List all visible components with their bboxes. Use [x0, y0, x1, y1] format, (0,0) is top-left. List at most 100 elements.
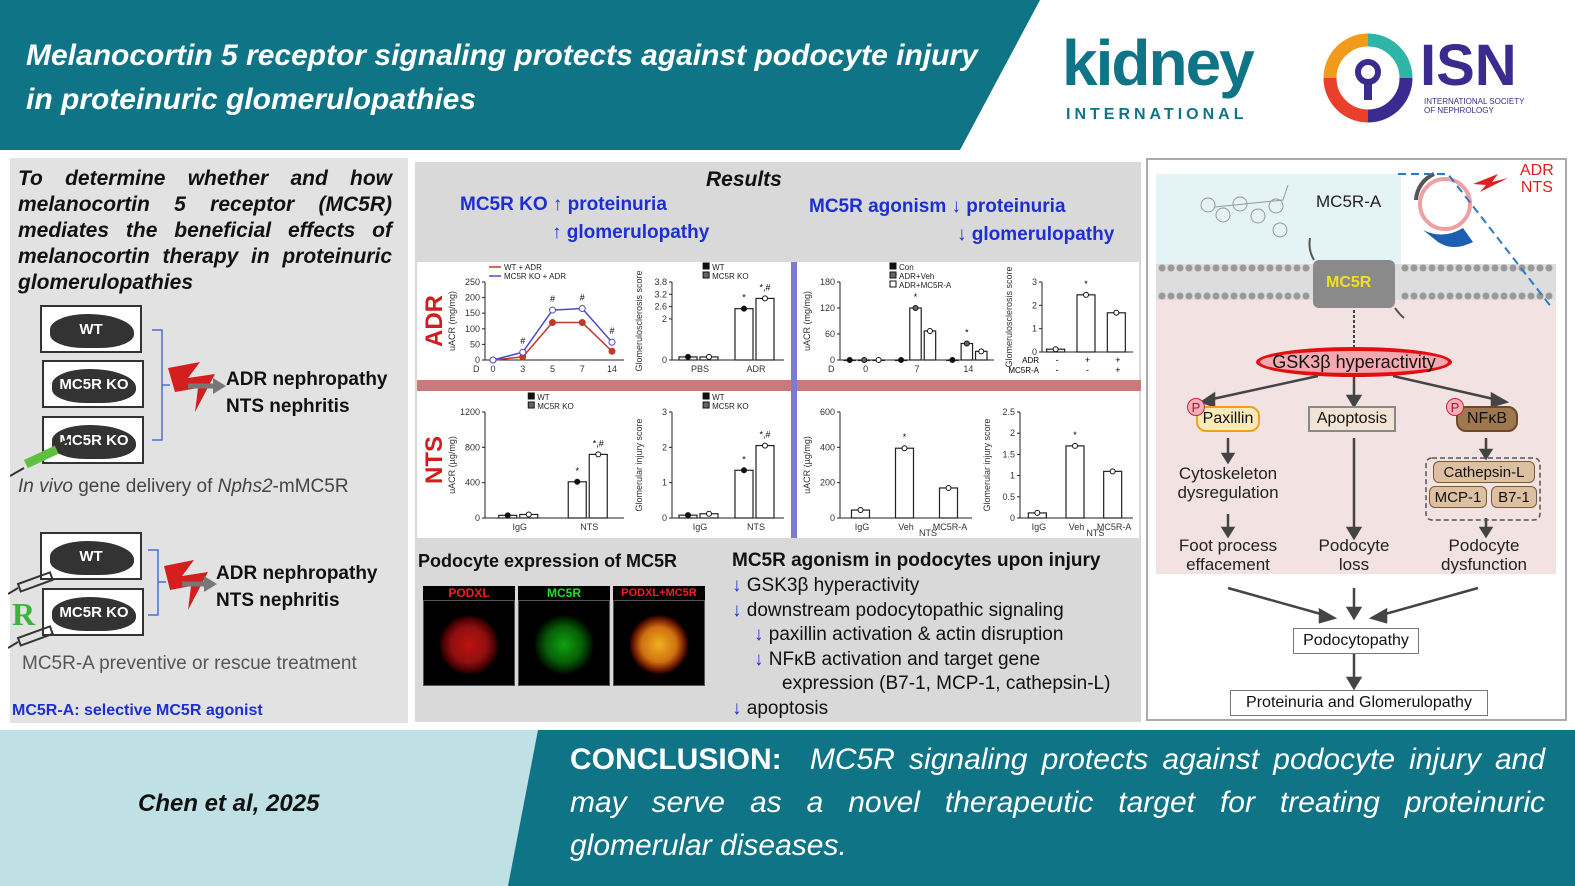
lipid-head: [1176, 264, 1184, 272]
lipid-head: [1302, 264, 1310, 272]
kidney-international-logo: kidney: [1062, 27, 1255, 99]
y-tick-label: 200: [820, 478, 835, 488]
lipid-head: [1284, 264, 1292, 272]
y-tick-label: 120: [820, 303, 835, 313]
data-point: [706, 510, 712, 517]
legend-label: WT + ADR: [504, 263, 542, 272]
lipid-head: [1248, 264, 1256, 272]
mechanism-item: ↓ GSK3β hyperactivity: [732, 574, 1110, 599]
injury-adr: ADR: [1520, 162, 1554, 179]
row-mark: -: [1086, 365, 1089, 375]
receptor-label: MC5R: [1326, 274, 1372, 291]
gene-delivery-text: In vivo gene delivery of Nphs2-mMC5R: [18, 476, 349, 498]
agonist-footnote: MC5R-A: selective MC5R agonist: [12, 702, 263, 719]
mechanism-item-text: expression (B7-1, MCP-1, cathepsin-L): [782, 673, 1111, 694]
mouse-wt: WT: [40, 305, 142, 353]
lipid-head: [1257, 292, 1265, 300]
conclusion-text: MC5R signaling protects against podocyte…: [570, 743, 1546, 862]
y-tick-label: 3.2: [654, 289, 667, 299]
y-tick-label: 60: [825, 329, 835, 339]
significance-label: *: [903, 432, 907, 442]
y-tick-label: 150: [465, 308, 480, 318]
ligand-label: MC5R-A: [1316, 192, 1382, 211]
lipid-head: [1509, 264, 1517, 272]
mechanism-item-text: NFκB activation and target gene: [768, 648, 1041, 670]
model-nts: NTS nephritis: [216, 590, 340, 611]
syringe-icon: [8, 625, 54, 649]
column-divider: [791, 262, 797, 538]
mechanism-diagram: [1156, 172, 1556, 691]
x-tick-label: NTS: [747, 522, 765, 532]
y-tick-label: 180: [820, 277, 835, 287]
y-tick-label: 2: [1032, 300, 1037, 310]
micrograph-mc5r: MC5R: [518, 586, 610, 686]
lipid-head: [1473, 264, 1481, 272]
bar: [755, 297, 775, 361]
lipid-head: [1410, 292, 1418, 300]
lipid-head: [1545, 264, 1553, 272]
x-tick-label: Veh: [1069, 522, 1085, 532]
significance-label: *: [965, 328, 969, 338]
lipid-head: [1464, 292, 1472, 300]
bar: [909, 307, 922, 361]
objective-text: To determine whether and how melanocorti…: [18, 167, 392, 294]
bar: [923, 330, 937, 361]
lipid-head: [1509, 292, 1517, 300]
mouse-label: MC5R KO: [59, 431, 129, 449]
data-point: [846, 357, 853, 363]
y-tick-label: 0: [1032, 347, 1037, 357]
node-paxillin: Paxillin: [1196, 406, 1260, 432]
x-prefix-label: D: [473, 364, 480, 374]
mouse-label: MC5R KO: [59, 375, 129, 393]
down-arrow-icon: ↓: [754, 624, 769, 645]
legend-label: WT: [537, 393, 550, 402]
x-tick-label: 7: [914, 364, 919, 374]
outcome-line: Foot process: [1178, 536, 1278, 555]
row-mark: +: [1085, 355, 1090, 365]
lipid-head: [1446, 292, 1454, 300]
data-point: [489, 356, 497, 364]
micrograph-label: MC5R: [518, 586, 610, 600]
data-point: [945, 484, 952, 491]
y-axis-label: Glomerulosclerosis score: [1004, 266, 1014, 367]
y-tick-label: 400: [820, 442, 835, 452]
data-point: [861, 357, 868, 363]
outcome-line: loss: [1338, 555, 1370, 574]
lipid-head: [1158, 292, 1166, 300]
podocyte-expression-title: Podocyte expression of MC5R: [418, 551, 678, 571]
y-tick-label: 600: [820, 407, 835, 417]
x-tick-label: IgG: [693, 522, 708, 532]
lipid-head: [1221, 264, 1229, 272]
y-tick-label: 2.6: [654, 302, 667, 312]
bar: [938, 487, 959, 519]
final-outcome-box: Proteinuria and Glomerulopathy: [1230, 690, 1488, 716]
outcome-line: Podocyte: [1318, 536, 1390, 555]
data-point: [963, 340, 970, 347]
y-axis-label: uACR (mg/mg): [802, 291, 812, 351]
significance-label: *: [575, 466, 579, 476]
micrograph-panel: PODXL MC5R PODXL+MC5R: [423, 586, 705, 686]
effect-line: Cytoskeleton: [1178, 464, 1278, 483]
mechanism-item: ↓ downstream podocytopathic signaling: [732, 599, 1110, 624]
lipid-head: [1239, 264, 1247, 272]
lipid-head: [1266, 264, 1274, 272]
lipid-head: [1527, 264, 1535, 272]
ko-summary-1: MC5R KO ↑ proteinuria: [460, 194, 667, 215]
bar: [894, 447, 915, 519]
data-point: [578, 305, 586, 313]
lipid-head: [1428, 264, 1436, 272]
data-point: [1083, 291, 1089, 298]
y-tick-label: 1.5: [1002, 449, 1015, 459]
micrograph-podxl: PODXL: [423, 586, 515, 686]
x-tick-label: 14: [963, 364, 973, 374]
mechanism-title: MC5R agonism in podocytes upon injury: [732, 550, 1101, 571]
results-title: Results: [706, 168, 782, 191]
x-tick-label: MC5R-A: [933, 522, 968, 532]
outcome-line: dysfunction: [1441, 555, 1527, 574]
y-tick-label: 50: [470, 339, 480, 349]
